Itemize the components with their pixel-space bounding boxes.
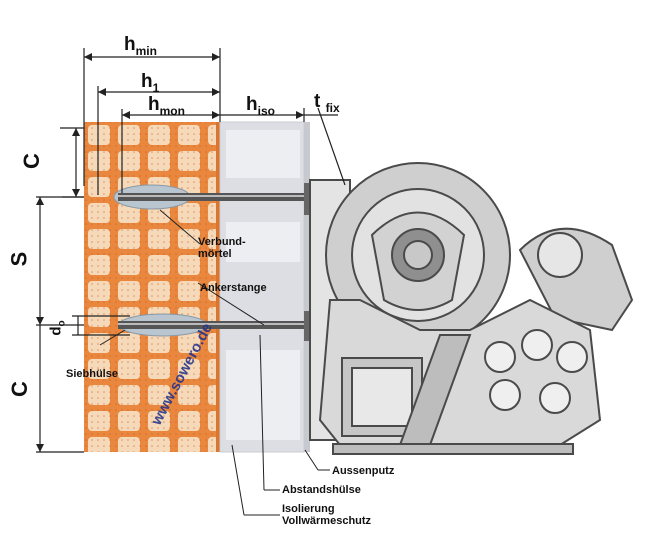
h-min-label: hmin — [124, 34, 157, 58]
t-fix-label: t fix — [314, 91, 340, 115]
siebhulse-label: Siebhülse — [66, 368, 118, 380]
h-mon-label: hmon — [148, 94, 185, 118]
ankerstange-label: Ankerstange — [200, 282, 267, 294]
aussenputz-label: Aussenputz — [332, 465, 395, 477]
abstandshulse-label: Abstandshülse — [282, 484, 361, 496]
outer-plaster — [304, 122, 310, 452]
arrowheads — [36, 53, 304, 452]
verbundmortel-label: Verbund-mörtel — [198, 236, 246, 260]
fixture-machine — [309, 162, 634, 455]
h-1-label: h1 — [141, 71, 160, 95]
h-iso-label: hiso — [246, 94, 275, 118]
insulation-layer — [219, 121, 305, 453]
brick-wall — [84, 122, 220, 452]
c-top-label: C — [18, 153, 44, 169]
leader-lines — [99, 209, 330, 516]
d-o-label: do — [47, 320, 68, 336]
c-bottom-label: C — [6, 381, 32, 397]
s-label: S — [6, 251, 32, 267]
